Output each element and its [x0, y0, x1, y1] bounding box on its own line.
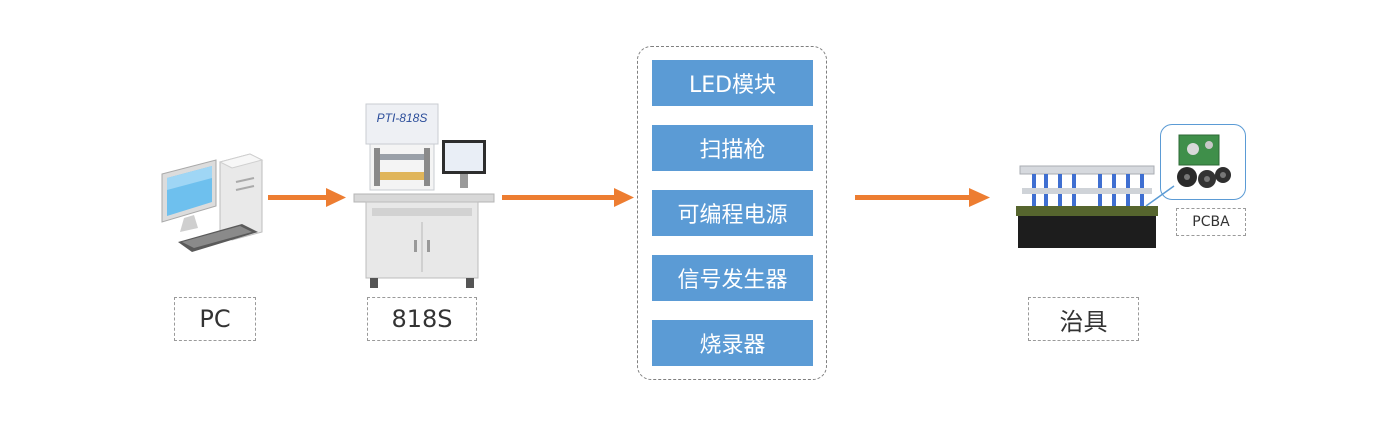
pc-label: PC — [174, 297, 256, 341]
tester-label: 818S — [367, 297, 477, 341]
module-power-supply: 可编程电源 — [652, 190, 813, 236]
module-scanner: 扫描枪 — [652, 125, 813, 171]
module-programmer: 烧录器 — [652, 320, 813, 366]
module-group — [637, 46, 827, 380]
module-led: LED模块 — [652, 60, 813, 106]
module-signal-generator: 信号发生器 — [652, 255, 813, 301]
pcba-image — [1177, 134, 1231, 188]
arrow-818s-to-modules — [502, 188, 634, 207]
tester-brand: PTI-818S — [377, 111, 428, 125]
pcba-label: PCBA — [1176, 208, 1246, 236]
tester-illustration: PTI-818S — [353, 103, 495, 288]
callout-connector — [1145, 185, 1175, 207]
pcba-callout — [1160, 124, 1246, 200]
arrow-modules-to-fixture — [855, 188, 990, 207]
pc-illustration — [161, 153, 264, 252]
arrow-pc-to-818s — [268, 188, 346, 207]
fixture-illustration — [1016, 165, 1158, 248]
fixture-label: 治具 — [1028, 297, 1139, 341]
